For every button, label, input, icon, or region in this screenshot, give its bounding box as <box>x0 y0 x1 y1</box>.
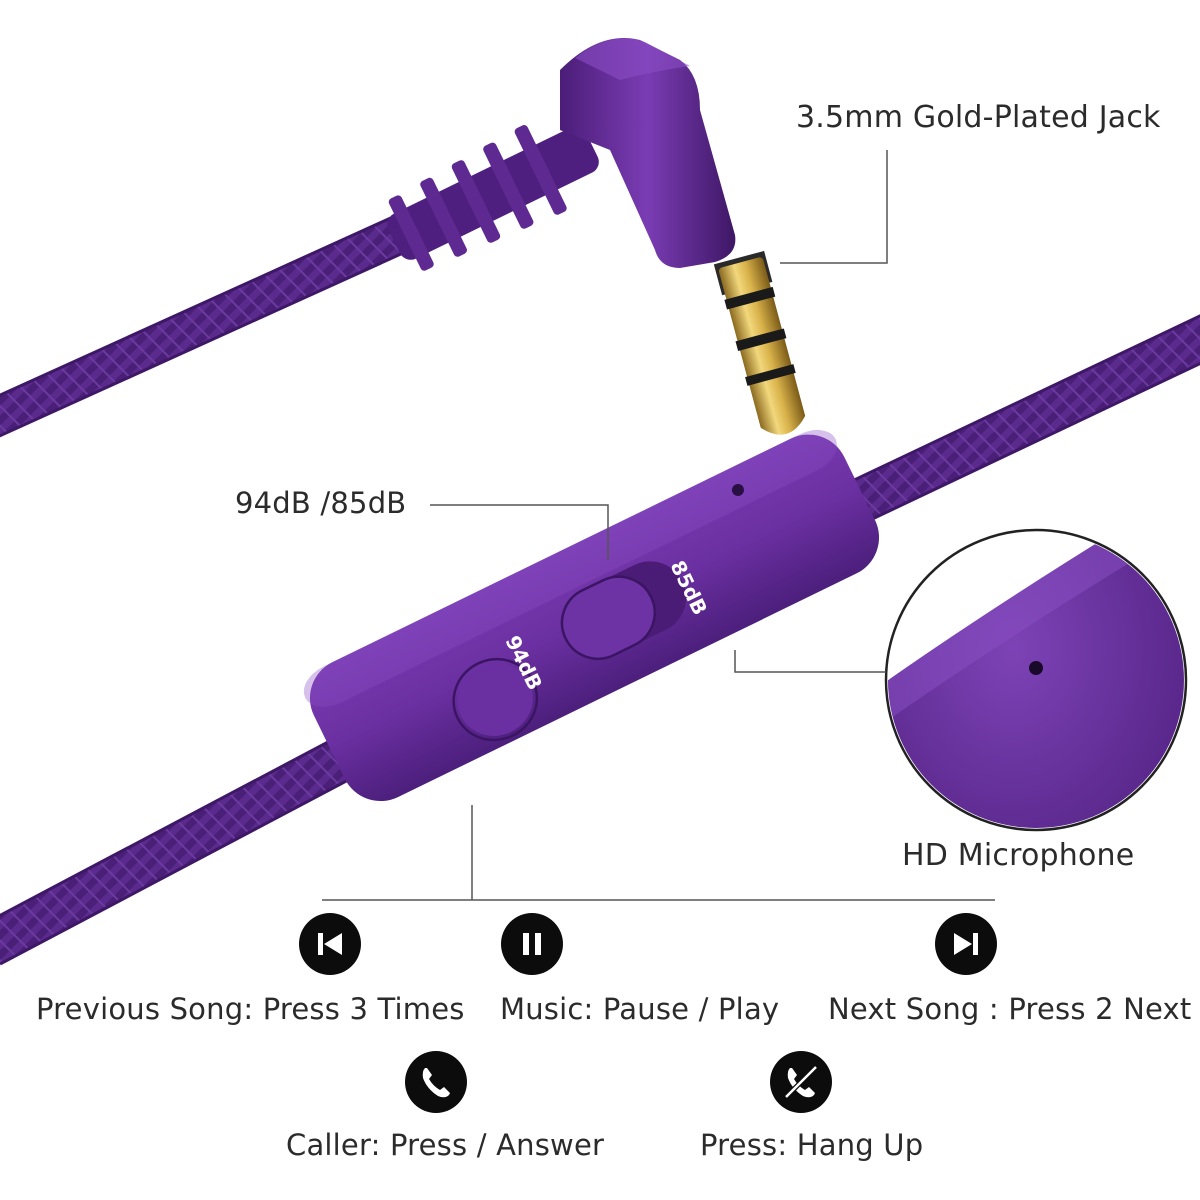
previous-track-icon <box>299 913 361 975</box>
upper-cable <box>0 205 440 438</box>
strain-relief <box>387 125 599 271</box>
gold-jack <box>713 250 806 435</box>
jack-callout: 3.5mm Gold-Plated Jack <box>796 100 1161 135</box>
pause-play-label: Music: Pause / Play <box>500 992 780 1026</box>
inline-remote <box>303 429 880 802</box>
hang-up-label: Press: Hang Up <box>700 1128 924 1162</box>
phone-hangup-icon <box>770 1051 832 1113</box>
sensitivity-callout: 94dB /85dB <box>235 486 407 520</box>
microphone-leader-line <box>734 650 886 673</box>
sensitivity-leader-line <box>430 504 609 560</box>
jack-leader-line <box>780 150 888 264</box>
microphone-callout: HD Microphone <box>902 838 1135 873</box>
next-song-label: Next Song : Press 2 Next <box>828 992 1192 1026</box>
microphone-zoom <box>884 528 1188 832</box>
main-cable <box>0 314 1200 966</box>
answer-call-label: Caller: Press / Answer <box>286 1128 605 1162</box>
next-track-icon <box>935 913 997 975</box>
phone-answer-icon <box>405 1051 467 1113</box>
callout-lines <box>322 150 995 901</box>
plug-body <box>560 38 736 268</box>
pause-icon <box>501 913 563 975</box>
previous-song-label: Previous Song: Press 3 Times <box>36 992 465 1026</box>
